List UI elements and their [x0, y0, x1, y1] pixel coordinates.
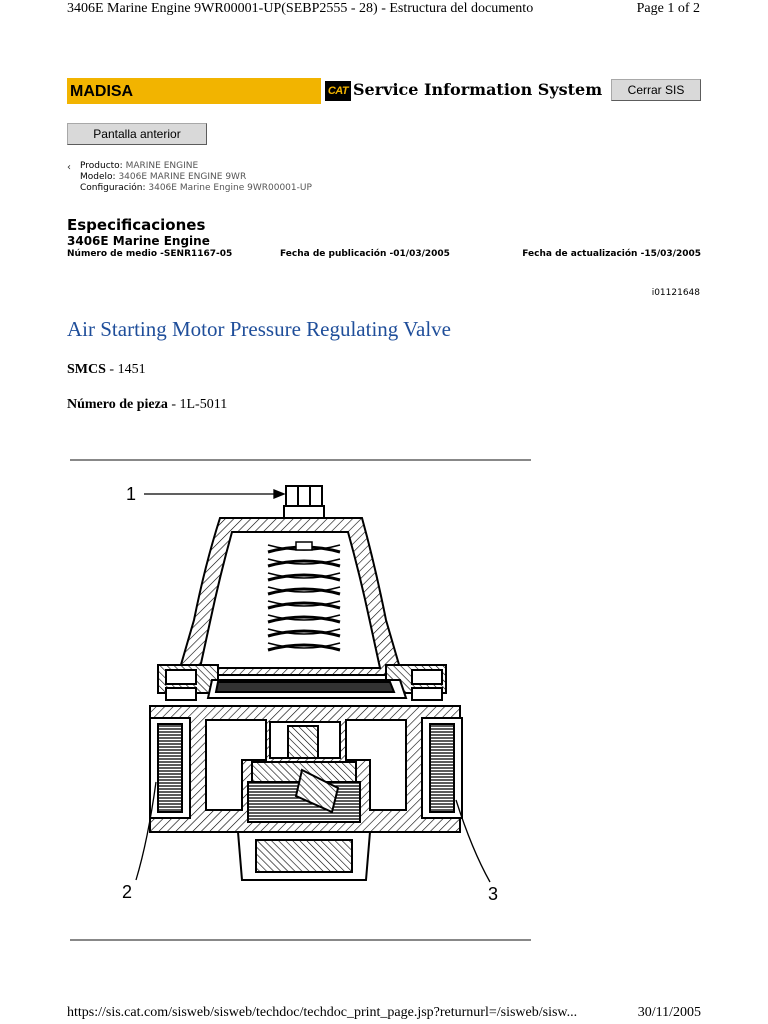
callout-2: 2 [122, 882, 132, 902]
breadcrumb-product: Producto: MARINE ENGINE [80, 161, 312, 172]
part-number-value: - 1L-5011 [167, 397, 228, 412]
valve-cross-section-figure: 1 2 3 [122, 484, 498, 904]
callout-3: 3 [488, 884, 498, 904]
valve-bonnet [176, 517, 404, 676]
figure-bottom-rule [70, 939, 531, 941]
valve-body [149, 705, 463, 833]
print-page-number: Page 1 of 2 [636, 1, 700, 16]
update-date: Fecha de actualización -15/03/2005 [522, 249, 701, 259]
specs-heading: Especificaciones [67, 216, 206, 234]
bottom-cap [236, 831, 372, 881]
engine-name: 3406E Marine Engine [67, 234, 210, 248]
breadcrumb-config: Configuración: 3406E Marine Engine 9WR00… [80, 183, 312, 194]
print-header: 3406E Marine Engine 9WR00001-UP(SEBP2555… [0, 0, 768, 20]
sis-banner: MADISA CAT Service Information System Ce… [67, 78, 701, 104]
part-number-label: Número de pieza [67, 397, 168, 412]
smcs-value: - 1451 [105, 362, 146, 377]
smcs-label: SMCS [67, 362, 106, 377]
system-title: Service Information System [353, 80, 603, 99]
print-footer: https://sis.cat.com/sisweb/sisweb/techdo… [67, 1005, 701, 1023]
breadcrumb-config-label: Configuración: [80, 183, 146, 193]
regulator-spring [267, 541, 341, 652]
figure-top-rule [70, 459, 531, 461]
callout-1: 1 [126, 484, 136, 504]
specifications-header: Especificaciones 3406E Marine Engine Núm… [67, 216, 701, 263]
breadcrumb-product-value[interactable]: MARINE ENGINE [125, 161, 199, 171]
breadcrumb-config-value[interactable]: 3406E Marine Engine 9WR00001-UP [148, 183, 312, 193]
specs-meta-row: Número de medio -SENR1167-05 Fecha de pu… [67, 249, 701, 263]
adjusting-nut [283, 485, 325, 521]
document-id: i01121648 [651, 288, 700, 298]
smcs-line: SMCS - 1451 [67, 362, 146, 378]
close-sis-button[interactable]: Cerrar SIS [611, 79, 701, 101]
footer-url: https://sis.cat.com/sisweb/sisweb/techdo… [67, 1005, 578, 1020]
footer-date: 30/11/2005 [637, 1005, 701, 1020]
part-number-line: Número de pieza - 1L-5011 [67, 397, 227, 413]
previous-screen-button[interactable]: Pantalla anterior [67, 123, 207, 145]
article-title: Air Starting Motor Pressure Regulating V… [67, 317, 451, 341]
publication-date: Fecha de publicación -01/03/2005 [280, 249, 450, 259]
breadcrumb-model: Modelo: 3406E MARINE ENGINE 9WR [80, 172, 312, 183]
breadcrumb-product-label: Producto: [80, 161, 123, 171]
breadcrumb: ‹ Producto: MARINE ENGINE Modelo: 3406E … [67, 161, 312, 194]
callout-leaders [135, 489, 491, 883]
dealer-name: MADISA [67, 78, 321, 104]
print-doc-title: 3406E Marine Engine 9WR00001-UP(SEBP2555… [67, 1, 534, 16]
chevron-left-icon[interactable]: ‹ [67, 162, 71, 173]
breadcrumb-model-label: Modelo: [80, 172, 116, 182]
body-flanges [157, 664, 447, 701]
cat-logo: CAT [325, 81, 351, 101]
breadcrumb-model-value[interactable]: 3406E MARINE ENGINE 9WR [118, 172, 247, 182]
media-number: Número de medio -SENR1167-05 [67, 249, 233, 259]
